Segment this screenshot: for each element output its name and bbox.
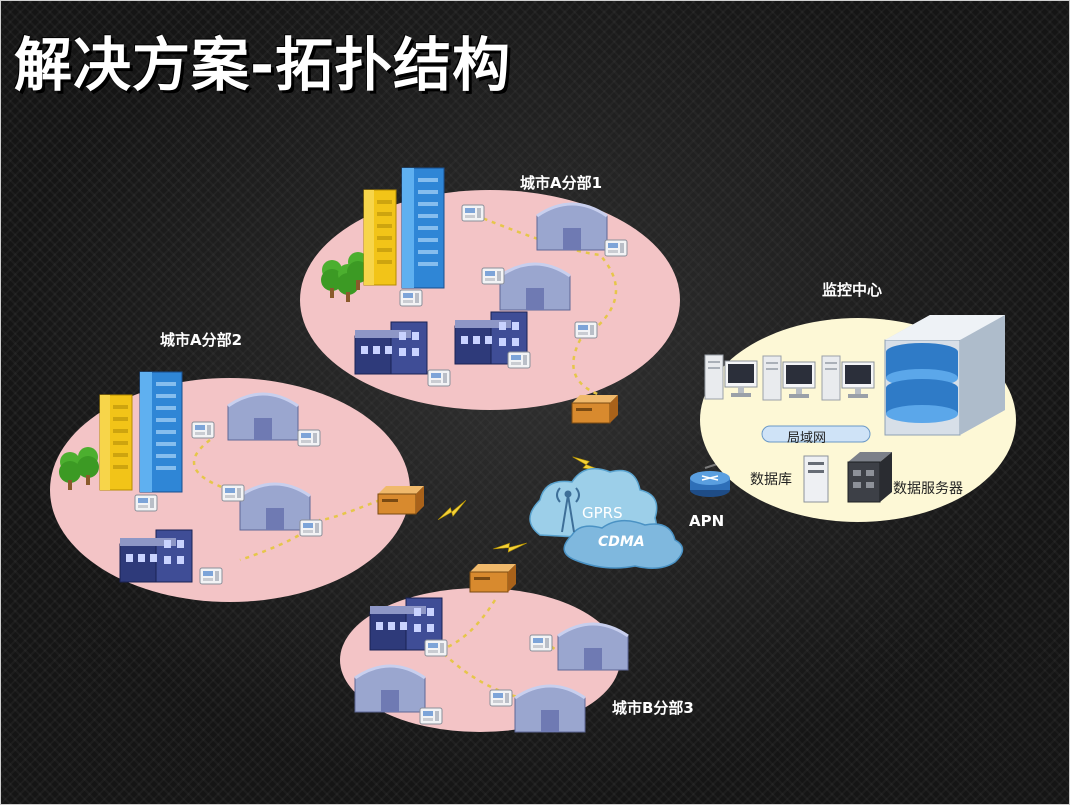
cloud-icon: [529, 467, 684, 569]
apn-label: APN: [689, 512, 725, 530]
data-server-label: 数据服务器: [893, 481, 963, 497]
branch-a1-label: 城市A分部1: [520, 174, 603, 192]
database-server-icon: [803, 455, 829, 503]
database-label: 数据库: [750, 472, 792, 488]
apn-router-icon: [690, 471, 730, 497]
monitoring-center-label: 监控中心: [822, 281, 883, 299]
branch-b3-label: 城市B分部3: [612, 699, 694, 717]
antenna-icon: [556, 487, 580, 533]
big-database-icon: [884, 315, 1005, 436]
branch-a2-label: 城市A分部2: [160, 331, 243, 349]
lan-bar: [761, 425, 871, 443]
data-server-icon: [847, 452, 892, 503]
lan-label: 局域网: [787, 431, 827, 446]
slide-title: 解决方案-拓扑结构: [14, 31, 512, 99]
cdma-label: CDMA: [598, 534, 645, 550]
branch-a1-area: [300, 190, 680, 410]
gprs-label: GPRS: [582, 504, 623, 522]
